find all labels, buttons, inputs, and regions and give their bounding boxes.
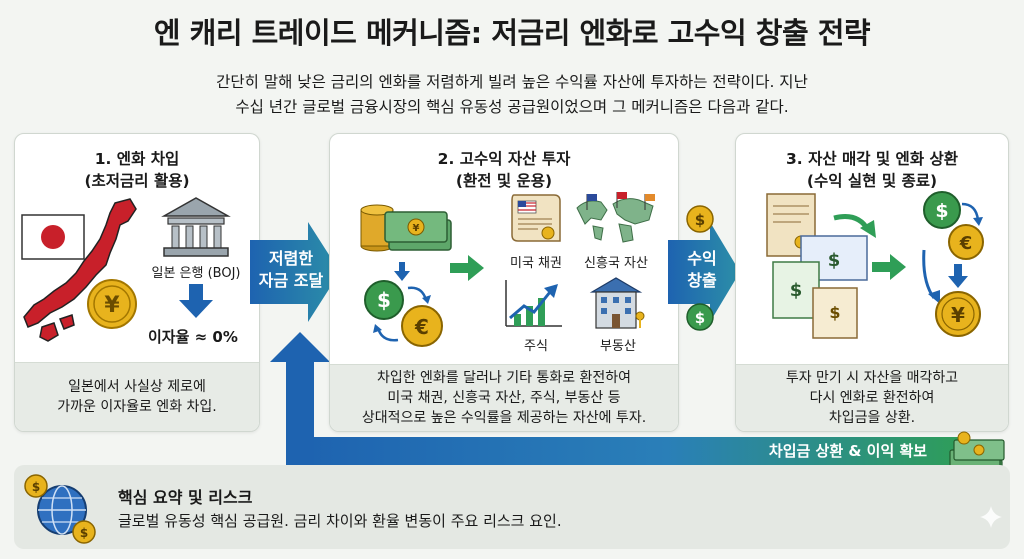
svg-text:¥: ¥ (951, 303, 965, 327)
arrow-profit (668, 222, 740, 322)
interest-rate-label: 이자율 ≈ 0% (148, 328, 238, 346)
return-arrow-label: 차입금 상환 & 이익 확보 (768, 442, 928, 460)
svg-text:¥: ¥ (413, 223, 420, 234)
step-3-desc-line-3: 차입금을 상환. (828, 410, 916, 426)
bank-label: 일본 은행 (BOJ) (151, 266, 241, 281)
arrow-funding-line-2: 자금 조달 (258, 271, 324, 290)
arrow-profit-label: 수익 창출 (672, 248, 732, 292)
right-arrow-green-icon (872, 254, 906, 280)
bank-icon (161, 197, 231, 257)
svg-text:€: € (959, 233, 973, 254)
step-3-description: 투자 만기 시 자산을 매각하고 다시 엔화로 환전하여 차입금을 상환. (736, 364, 1008, 431)
arrow-funding-label: 저렴한 자금 조달 (252, 248, 330, 292)
world-map-icon (576, 192, 655, 243)
step-1-card: 1. 엔화 차입 (초저금리 활용) 일본에서 사실상 제로에 가까운 이자율로… (14, 133, 260, 432)
step-3-heading: 3. 자산 매각 및 엔화 상환 (수익 실현 및 종료) (736, 148, 1008, 192)
curved-arrow-icon (833, 214, 876, 238)
step-3-desc-line-2: 다시 엔화로 환전하여 (809, 390, 935, 406)
svg-text:$: $ (828, 250, 841, 271)
stock-chart-icon (505, 280, 562, 327)
step-3-title: 3. 자산 매각 및 엔화 상환 (786, 150, 958, 168)
step-2-subtitle: (환전 및 운용) (455, 172, 553, 190)
asset-emerging-label: 신흥국 자산 (584, 256, 648, 271)
yen-coin-icon: ¥ (87, 279, 137, 329)
arrow-funding (250, 222, 340, 322)
bond-certificate-icon (511, 194, 561, 242)
intro-line-1: 간단히 말해 낮은 금리의 엔화를 저렴하게 빌려 높은 수익률 자산에 투자하… (216, 73, 808, 91)
arrow-profit-line-2: 창출 (687, 271, 717, 290)
dollar-coin-green-icon: $ (686, 303, 714, 331)
asset-stocks-label: 주식 (524, 339, 548, 354)
svg-text:$: $ (829, 303, 840, 322)
asset-realestate-label: 부동산 (600, 339, 636, 354)
svg-text:$: $ (695, 309, 705, 327)
step-2-desc-line-3: 상대적으로 높은 수익률을 제공하는 자산에 투자. (361, 410, 647, 426)
step-2-desc-line-2: 미국 채권, 신흥국 자산, 주식, 부동산 등 (387, 390, 621, 406)
step-1-title: 1. 엔화 차입 (94, 150, 180, 168)
step-1-heading: 1. 엔화 차입 (초저금리 활용) (15, 148, 259, 192)
arrow-profit-line-1: 수익 (687, 249, 717, 268)
documents-stack-icon: $ $ $ (766, 193, 868, 339)
svg-text:$: $ (790, 280, 803, 301)
summary-panel (14, 465, 1010, 549)
step-2-description: 차입한 엔화를 달러나 기타 통화로 환전하여 미국 채권, 신흥국 자산, 주… (330, 364, 678, 431)
right-arrow-icon (450, 255, 484, 281)
step-1-description: 일본에서 사실상 제로에 가까운 이자율로 엔화 차입. (15, 362, 259, 431)
intro-text: 간단히 말해 낮은 금리의 엔화를 저렴하게 빌려 높은 수익률 자산에 투자하… (120, 70, 904, 120)
svg-text:$: $ (32, 480, 40, 494)
step-2-title: 2. 고수익 자산 투자 (437, 150, 571, 168)
step-2-heading: 2. 고수익 자산 투자 (환전 및 운용) (330, 148, 678, 192)
step-3-desc-line-1: 투자 만기 시 자산을 매각하고 (785, 370, 959, 386)
svg-text:$: $ (935, 200, 948, 222)
summary-title: 핵심 요약 및 리스크 (118, 488, 253, 507)
svg-text:¥: ¥ (104, 293, 120, 318)
currency-exchange-icon: $ € (364, 280, 443, 347)
japan-map-icon (23, 198, 137, 342)
svg-text:$: $ (695, 211, 705, 229)
arrow-funding-line-1: 저렴한 (268, 249, 314, 268)
step-1-desc-line-1: 일본에서 사실상 제로에 (68, 379, 206, 395)
svg-text:$: $ (80, 526, 88, 540)
down-arrow-icon (179, 284, 213, 318)
sparkle-icon (980, 506, 1002, 528)
step-3-subtitle: (수익 실현 및 종료) (806, 172, 938, 190)
money-stack-icon: ¥ (360, 204, 452, 252)
globe-coins-icon: $ $ (24, 474, 96, 544)
summary-text: 글로벌 유동성 핵심 공급원. 금리 차이와 환율 변동이 주요 리스크 요인. (118, 512, 562, 530)
real-estate-icon (589, 277, 645, 329)
svg-text:€: € (414, 315, 429, 339)
dollar-coin-icon: $ (686, 205, 714, 233)
step-1-subtitle: (초저금리 활용) (84, 172, 190, 190)
step-1-desc-line-2: 가까운 이자율로 엔화 차입. (57, 399, 217, 415)
intro-line-2: 수십 년간 글로벌 금융시장의 핵심 유동성 공급원이었으며 그 메커니즘은 다… (235, 98, 789, 116)
currency-to-yen-icon: $ € ¥ (922, 191, 984, 337)
page-title: 엔 캐리 트레이드 메커니즘: 저금리 엔화로 고수익 창출 전략 (153, 16, 871, 50)
svg-text:$: $ (377, 288, 391, 312)
step-2-desc-line-1: 차입한 엔화를 달러나 기타 통화로 환전하여 (376, 370, 632, 386)
asset-bonds-label: 미국 채권 (510, 256, 562, 271)
japan-flag-icon (21, 214, 85, 260)
down-arrow-small-icon (394, 262, 410, 281)
